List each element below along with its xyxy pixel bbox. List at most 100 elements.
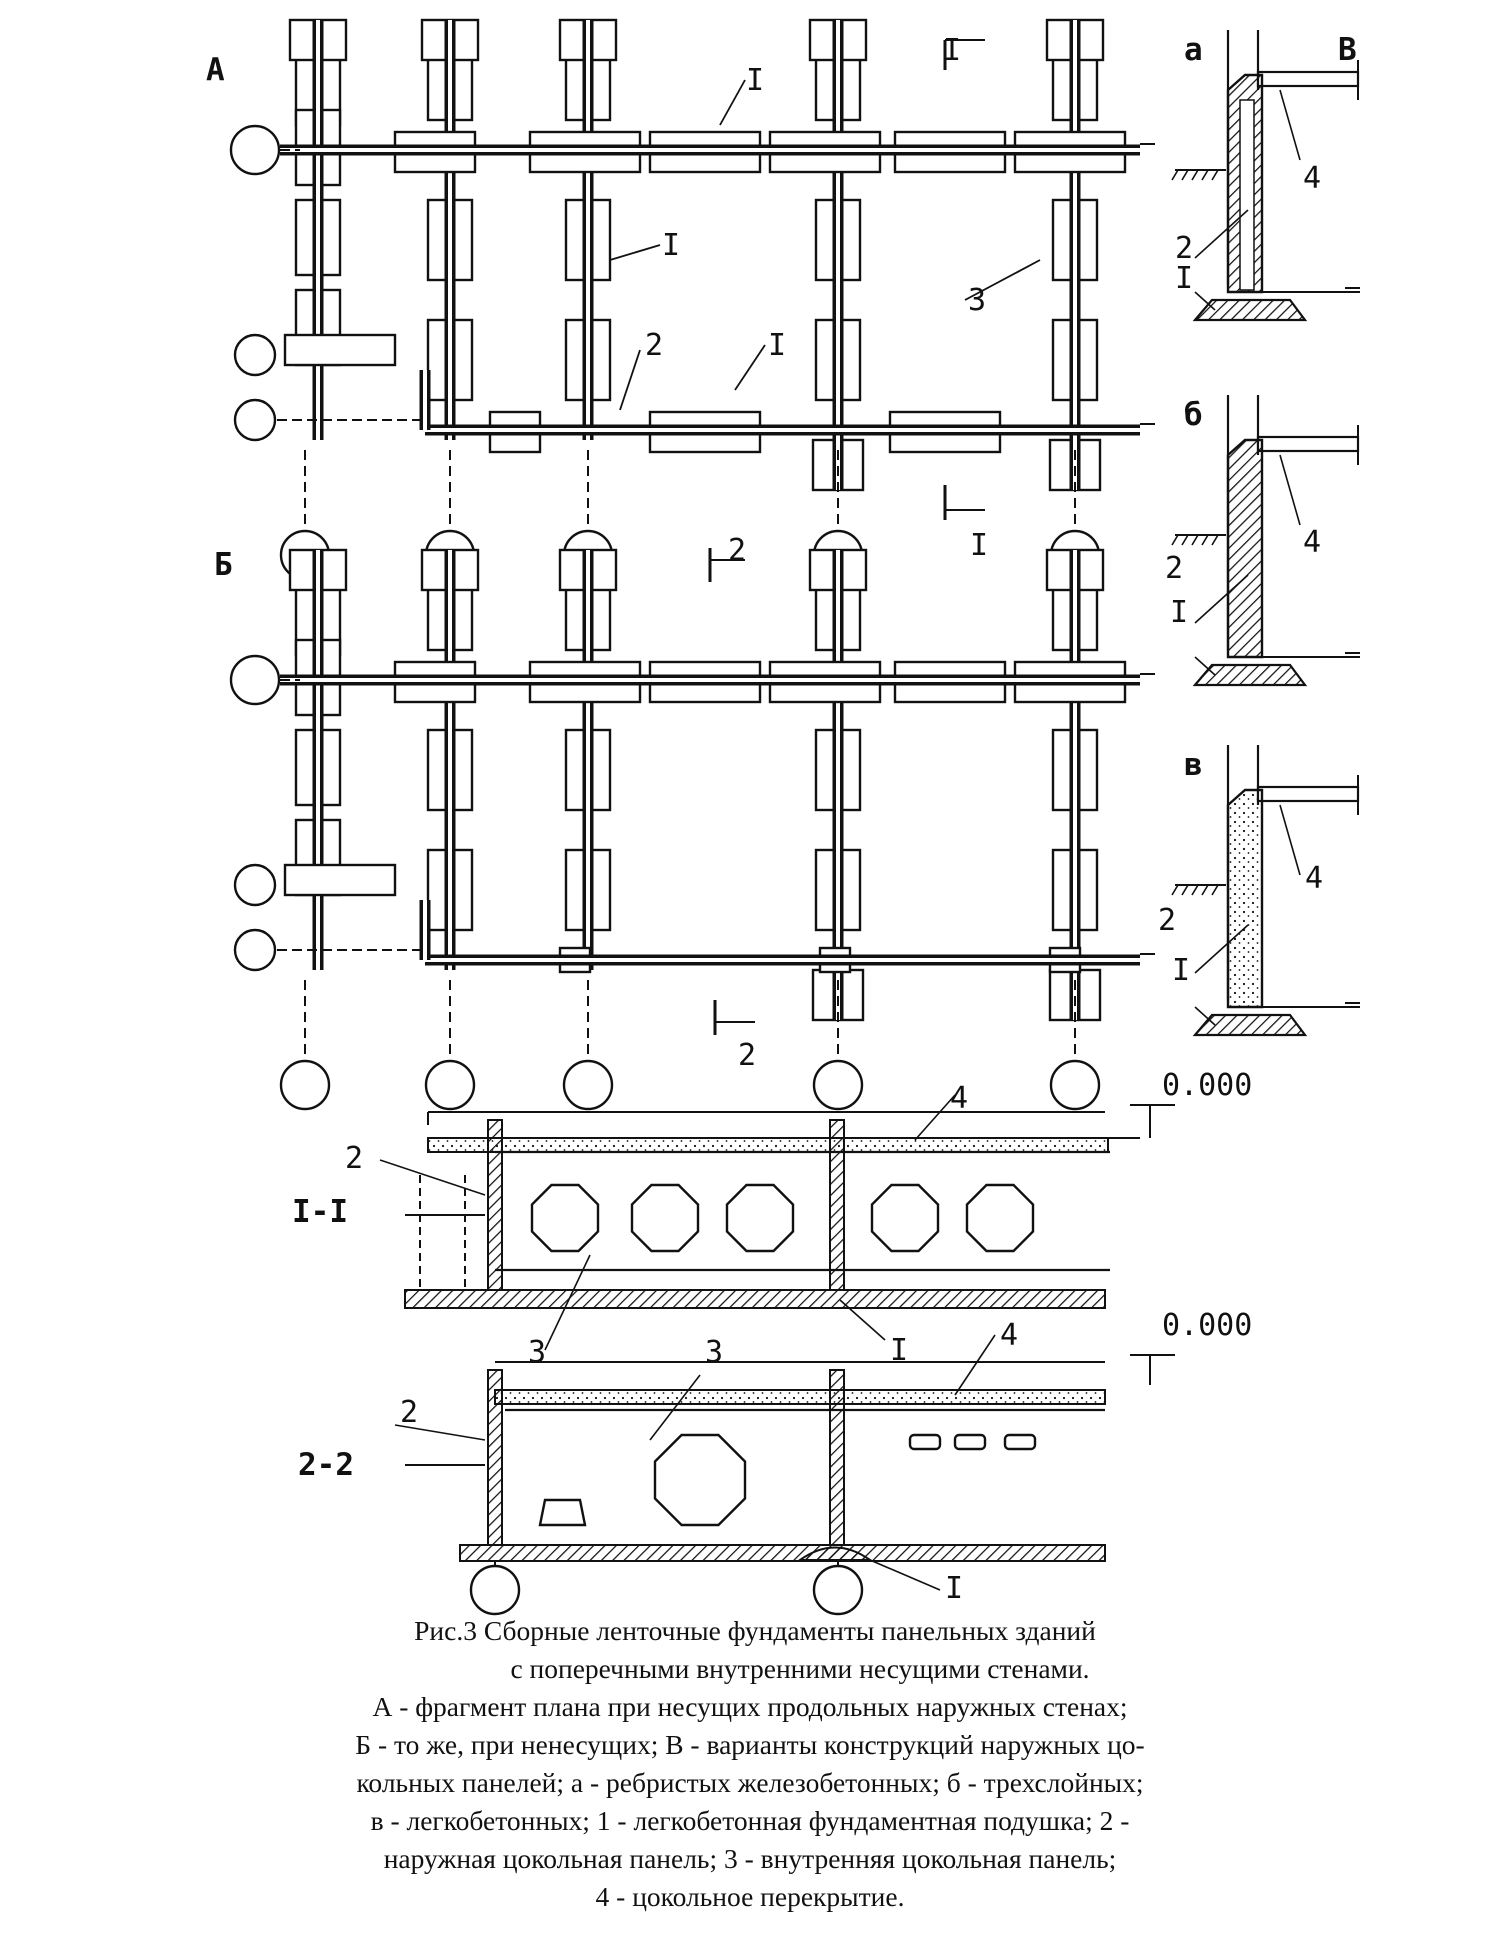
inner-joint: [829, 1119, 845, 1291]
section-2-label: 2-2: [298, 1447, 354, 1483]
drawing-line: [1279, 454, 1301, 526]
small-opening: [908, 1433, 942, 1451]
floor-slab: [427, 1137, 1109, 1153]
drawing-line: [1211, 169, 1219, 181]
footing-strip: [459, 1544, 1106, 1562]
variant-b-label: б: [1184, 397, 1203, 433]
drawing-line: [1181, 534, 1189, 546]
footing-cushion: [796, 1546, 874, 1561]
footing-cushion: [1192, 298, 1308, 322]
section-1-callout-1: I: [890, 1333, 908, 1368]
caption-line-2: с поперечными внутренними несущими стена…: [510, 1653, 1090, 1684]
cut-1-label-bottom: I: [970, 528, 988, 563]
small-opening: [1003, 1433, 1037, 1451]
floor-slab: [1256, 70, 1360, 88]
drawing-line: [1211, 534, 1219, 546]
drawing-line: [1171, 534, 1179, 546]
floor-slab: [1256, 785, 1360, 803]
axis-marker: [233, 863, 277, 907]
octagon-opening: [630, 1183, 700, 1253]
section-2-callout-4: 4: [1000, 1318, 1018, 1353]
drawing-line: [954, 1334, 996, 1396]
drawing-line: [1194, 209, 1249, 259]
figure-caption: Рис.3 Сборные ленточные фундаменты панел…: [150, 1612, 1350, 1916]
caption-line-6: в - легкобетонных; 1 - легкобетонная фун…: [370, 1805, 1130, 1836]
axis-marker: [1049, 1059, 1101, 1111]
variant-v-label: в: [1184, 747, 1203, 783]
plan-a-label: А: [206, 52, 225, 88]
axis-marker: [469, 1564, 521, 1616]
plan-a-callout-2: 2: [645, 328, 663, 363]
variant-v-callout-1: I: [1172, 953, 1190, 988]
octagon-opening: [653, 1433, 747, 1527]
cut-2-label-bottom: 2: [738, 1038, 756, 1073]
footing-cushion: [1192, 1013, 1308, 1037]
footing-cushion: [1192, 663, 1308, 687]
octagon-opening: [965, 1183, 1035, 1253]
drawing-line: [1201, 884, 1209, 896]
drawing-line: [719, 79, 746, 126]
section-1-callout-3: 3: [528, 1335, 546, 1370]
variant-a-callout-4: 4: [1303, 161, 1321, 196]
variant-v-callout-4: 4: [1305, 861, 1323, 896]
small-opening: [538, 1498, 587, 1527]
axis-marker: [812, 1059, 864, 1111]
axis-marker: [233, 333, 277, 377]
drawing-line: [619, 349, 641, 411]
drawing-line: [649, 1374, 701, 1441]
outer-panel: [487, 1119, 503, 1291]
drawing-line: [544, 1254, 591, 1351]
drawing-line: [1194, 656, 1216, 676]
variant-a-callout-1: I: [1175, 261, 1193, 296]
caption-line-4: Б - то же, при ненесущих; В - варианты к…: [355, 1729, 1145, 1760]
small-opening: [953, 1433, 987, 1451]
drawing-line: [1211, 884, 1219, 896]
basement-panel: [1226, 438, 1264, 659]
drawing-line: [1171, 884, 1179, 896]
plan-a-callout-1b: I: [662, 228, 680, 263]
floor-slab: [494, 1389, 1106, 1405]
axis-marker: [812, 1564, 864, 1616]
caption-line-3: А - фрагмент плана при несущих продольны…: [372, 1691, 1128, 1722]
level-1-label: 0.000: [1162, 1068, 1252, 1103]
drawing-line: [1279, 89, 1301, 161]
caption-line-5: кольных панелей; а - ребристых железобет…: [356, 1767, 1144, 1798]
axis-marker: [233, 398, 277, 442]
drawing-line: [1194, 291, 1216, 311]
axis-marker: [229, 124, 281, 176]
outer-panel: [487, 1369, 503, 1546]
drawing-line: [1194, 924, 1249, 974]
drawing-line: [869, 1559, 941, 1591]
drawing-line: [379, 1159, 486, 1196]
drawing-line: [394, 1424, 486, 1441]
cut-2-label-top: 2: [728, 533, 746, 568]
plan-b: [229, 548, 1155, 1111]
drawing-line: [1279, 804, 1301, 876]
level-2-label: 0.000: [1162, 1308, 1252, 1343]
footing-strip: [404, 1289, 1106, 1309]
section-1-label: I-I: [292, 1194, 348, 1230]
plan-a-callout-3: 3: [968, 283, 986, 318]
cut-1-label-top: I: [943, 33, 961, 68]
variant-a-label: а: [1184, 32, 1203, 68]
foundation-pad: [283, 863, 397, 897]
floor-slab: [1256, 435, 1360, 453]
drawing-line: [609, 244, 661, 261]
drawing-line: [1194, 1006, 1216, 1026]
section-2-callout-3: 3: [705, 1335, 723, 1370]
variant-b-callout-1: I: [1170, 595, 1188, 630]
drawing-line: [1181, 169, 1189, 181]
drawing-line: [964, 259, 1041, 301]
plan-b-label: Б: [214, 547, 233, 583]
drawing-line: [1201, 534, 1209, 546]
basement-panel: [1226, 788, 1264, 1009]
plan-a-callout-1a: I: [746, 63, 764, 98]
drawing-line: [1201, 169, 1209, 181]
caption-line-8: 4 - цокольное перекрытие.: [595, 1881, 905, 1912]
drawing-line: [914, 1094, 956, 1141]
axis-marker: [424, 1059, 476, 1111]
drawing-line: [1194, 574, 1249, 624]
section-2-callout-2: 2: [400, 1395, 418, 1430]
variant-v-callout-2: 2: [1158, 903, 1176, 938]
